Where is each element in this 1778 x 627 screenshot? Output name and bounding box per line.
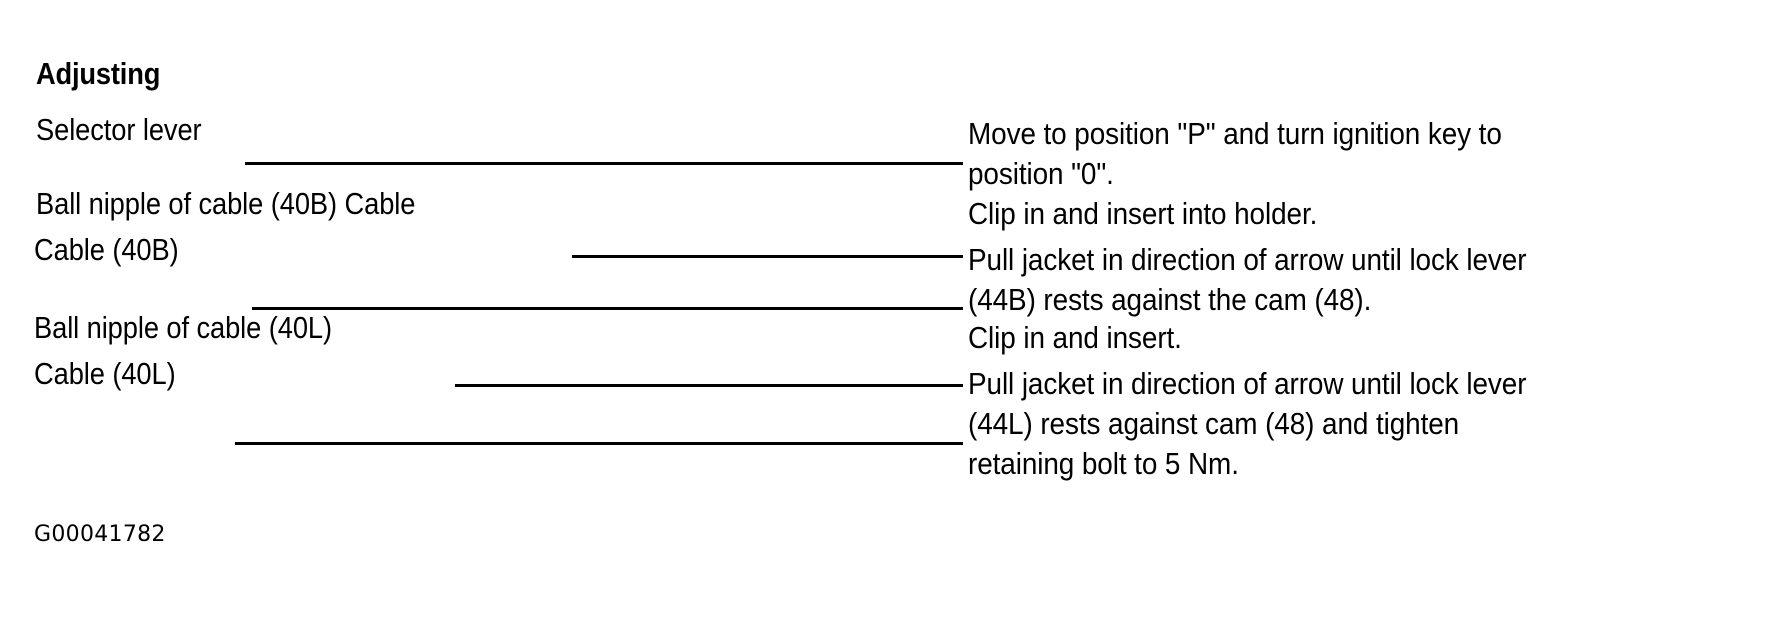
row-instruction-selector-lever: Move to position "P" and turn ignition k…: [968, 114, 1679, 194]
leader-line-5: [235, 442, 963, 445]
instruction-line: Move to position "P" and turn ignition k…: [968, 116, 1502, 151]
instruction-line: Clip in and insert into holder.: [968, 196, 1318, 231]
row-label-cable-40b: Cable (40B): [34, 232, 179, 267]
instruction-line: (44B) rests against the cam (48).: [968, 282, 1372, 317]
leader-line-3: [252, 307, 963, 310]
leader-line-4: [455, 384, 963, 387]
leader-line-2: [572, 255, 963, 258]
row-instruction-ball-nipple-40b: Clip in and insert into holder.: [968, 194, 1679, 234]
row-label-selector-lever: Selector lever: [36, 112, 202, 147]
instruction-line: retaining bolt to 5 Nm.: [968, 446, 1239, 481]
leader-line-1: [245, 162, 963, 165]
row-label-cable-40l: Cable (40L): [34, 356, 176, 391]
row-label-ball-nipple-40b: Ball nipple of cable (40B) Cable: [36, 186, 416, 221]
instruction-line: Pull jacket in direction of arrow until …: [968, 242, 1527, 277]
page-title: Adjusting: [36, 56, 161, 91]
row-instruction-cable-40l: Pull jacket in direction of arrow until …: [968, 364, 1679, 484]
row-instruction-ball-nipple-40l: Clip in and insert.: [968, 318, 1679, 358]
instruction-line: position "0".: [968, 156, 1114, 191]
instruction-line: Pull jacket in direction of arrow until …: [968, 366, 1527, 401]
row-instruction-cable-40b: Pull jacket in direction of arrow until …: [968, 240, 1679, 320]
instruction-line: (44L) rests against cam (48) and tighten: [968, 406, 1460, 441]
instruction-line: Clip in and insert.: [968, 320, 1182, 355]
reference-code: G00041782: [34, 522, 166, 547]
row-label-ball-nipple-40l: Ball nipple of cable (40L): [34, 310, 332, 345]
